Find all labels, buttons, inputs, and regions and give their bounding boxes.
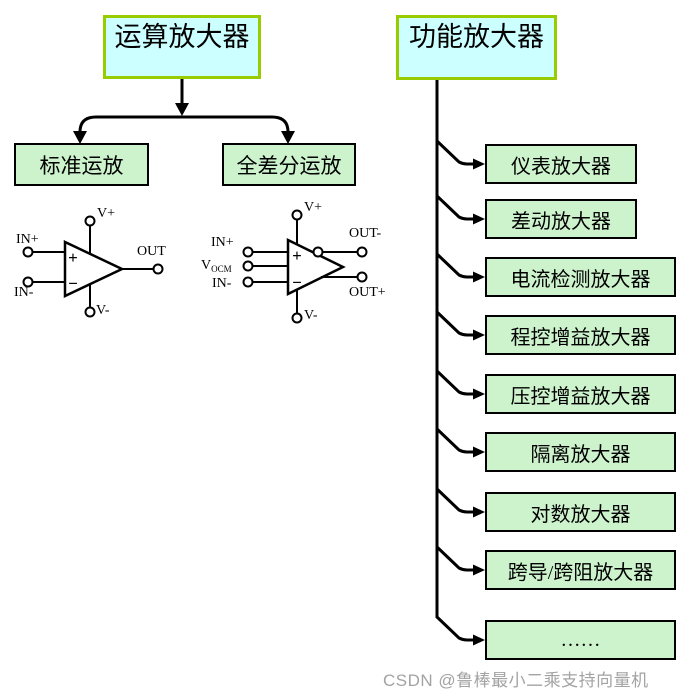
log-amp-box: 对数放大器 bbox=[485, 492, 676, 532]
standard-opamp-box: 标准运放 bbox=[14, 143, 149, 186]
terminal-icon bbox=[312, 246, 324, 258]
pin-label-in-plus: IN+ bbox=[211, 235, 234, 250]
split-connector bbox=[78, 115, 290, 133]
transconductance-transimpedance-amp-box: 跨导/跨阻放大器 bbox=[485, 550, 676, 590]
pin-label-in-minus: IN- bbox=[14, 285, 34, 300]
branch-line bbox=[435, 545, 474, 572]
opamp-standard-symbol: + − bbox=[22, 215, 164, 318]
branch-line bbox=[435, 139, 474, 166]
programmable-gain-amp-box: 程控增益放大器 bbox=[485, 315, 676, 355]
current-sense-amp-box: 电流检测放大器 bbox=[485, 257, 676, 297]
isolation-amp-box: 隔离放大器 bbox=[485, 432, 676, 472]
arrowhead-right-icon bbox=[473, 446, 485, 458]
plus-sign-icon: + bbox=[68, 248, 78, 267]
terminal-icon bbox=[22, 276, 34, 288]
opamp-triangle bbox=[63, 240, 125, 298]
terminal-icon bbox=[242, 276, 254, 288]
branch-line bbox=[435, 487, 474, 514]
right-tree-connectors bbox=[435, 79, 474, 642]
pin-label-out-minus: OUT- bbox=[349, 226, 382, 241]
arrowhead-right-icon bbox=[473, 271, 485, 283]
terminal-icon bbox=[356, 271, 368, 283]
branch-line bbox=[435, 194, 474, 221]
pin-label-out-plus: OUT+ bbox=[349, 285, 386, 300]
pin-label-v-minus: V- bbox=[96, 303, 110, 318]
arrowhead-right-icon bbox=[473, 388, 485, 400]
pin-label-vocm-base: V bbox=[201, 258, 212, 273]
pin-label-in-minus: IN- bbox=[212, 276, 232, 291]
fully-differential-opamp-box: 全差分运放 bbox=[222, 143, 356, 186]
pin-label-v-minus: V- bbox=[304, 308, 318, 323]
ellipsis-more-box: …… bbox=[485, 620, 676, 660]
terminal-icon bbox=[84, 215, 96, 227]
minus-sign-icon: − bbox=[68, 274, 78, 293]
terminal-icon bbox=[242, 260, 254, 272]
csdn-watermark: CSDN @鲁棒最小二乘支持向量机 bbox=[383, 671, 649, 690]
voltage-controlled-gain-amp-box: 压控增益放大器 bbox=[485, 374, 676, 414]
terminal-icon bbox=[291, 312, 303, 324]
arrowhead-right-icon bbox=[473, 564, 485, 576]
branch-line bbox=[435, 310, 474, 337]
plus-sign-icon: + bbox=[292, 246, 302, 265]
functional-amp-root-box: 功能放大器 bbox=[396, 15, 557, 80]
branch-line bbox=[435, 252, 474, 279]
terminal-icon bbox=[22, 246, 34, 258]
pin-label-in-plus: IN+ bbox=[16, 232, 39, 247]
terminal-icon bbox=[242, 246, 254, 258]
pin-label-v-plus: V+ bbox=[97, 206, 116, 221]
branch-line bbox=[435, 615, 474, 642]
arrowhead-down-icon bbox=[175, 103, 189, 116]
pin-label-vocm: VOCM bbox=[201, 259, 232, 274]
opamp-root-box: 运算放大器 bbox=[103, 15, 261, 79]
left-tree-connectors bbox=[78, 79, 290, 133]
terminal-icon bbox=[152, 263, 164, 275]
difference-amp-box: 差动放大器 bbox=[485, 199, 637, 239]
branch-line bbox=[435, 369, 474, 396]
arrowhead-right-icon bbox=[473, 329, 485, 341]
minus-sign-icon: − bbox=[292, 273, 302, 292]
pin-label-vocm-subscript: OCM bbox=[211, 264, 232, 274]
branch-line bbox=[435, 427, 474, 454]
arrowhead-right-icon bbox=[473, 158, 485, 170]
pin-label-v-plus: V+ bbox=[304, 200, 323, 215]
arrowhead-right-icon bbox=[473, 506, 485, 518]
instrumentation-amp-box: 仪表放大器 bbox=[485, 144, 637, 184]
arrowhead-right-icon bbox=[473, 634, 485, 646]
terminal-icon bbox=[84, 306, 96, 318]
arrowhead-right-icon bbox=[473, 213, 485, 225]
right-tree-arrowheads bbox=[473, 158, 485, 646]
terminal-icon bbox=[291, 209, 303, 221]
left-tree-arrowheads bbox=[73, 103, 295, 144]
arrowhead-down-icon bbox=[281, 131, 295, 144]
terminal-icon bbox=[356, 246, 368, 258]
opamp-fully-differential-symbol: + − bbox=[242, 209, 368, 324]
pin-label-out: OUT bbox=[137, 244, 166, 259]
arrowhead-down-icon bbox=[73, 131, 87, 144]
